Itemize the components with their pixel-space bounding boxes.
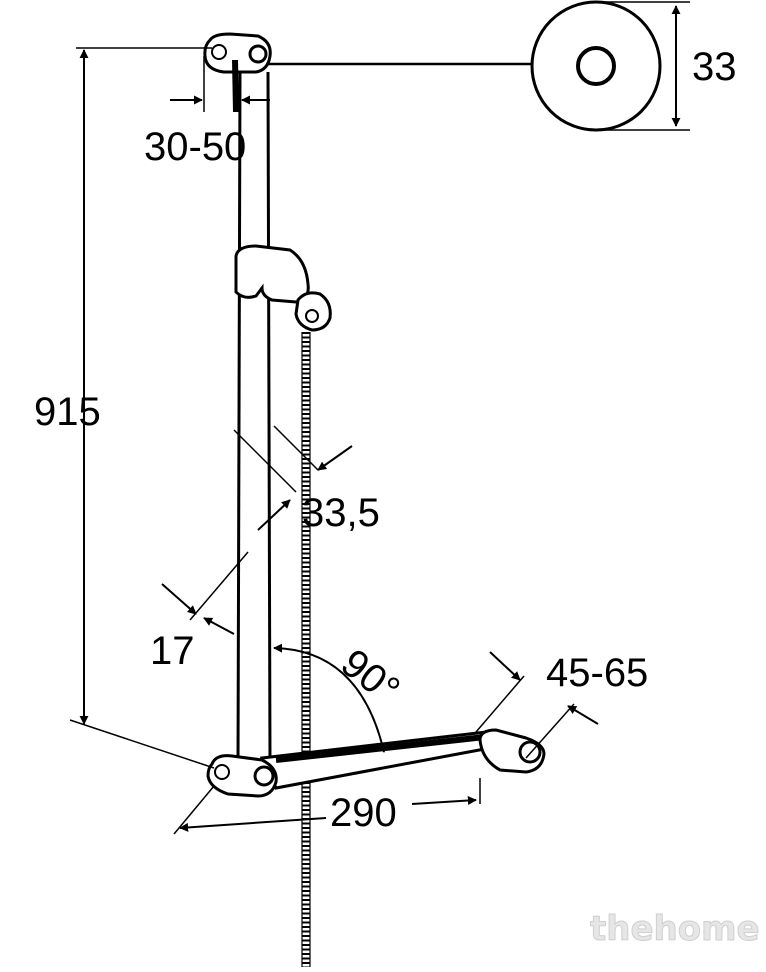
- hand-shower-holder: [234, 244, 332, 332]
- shelf-depth-label: 45-65: [546, 651, 648, 695]
- shower-hose: [301, 332, 311, 967]
- rosette-dimension: [596, 1, 690, 131]
- wall-rosette: [268, 0, 662, 132]
- hose-offset-label: 17: [150, 629, 195, 673]
- hose-offset-dimension: [161, 551, 249, 635]
- wall-distance-label: 30-50: [144, 125, 246, 169]
- rosette-diameter-label: 33: [692, 45, 737, 89]
- rail-diameter-label: 33,5: [302, 491, 380, 535]
- bottom-bracket: [206, 754, 278, 798]
- rail-diameter-dimension: [233, 425, 353, 531]
- top-bracket: [203, 32, 272, 113]
- shelf-length-label: 290: [330, 791, 397, 835]
- shelf-depth-dimension: [475, 651, 599, 759]
- angle-dimension: [273, 643, 387, 753]
- height-dimension: [69, 47, 215, 769]
- watermark-logo: thehome: [590, 909, 760, 949]
- shelf-length-dimension: [173, 778, 481, 835]
- angle-label: 90°: [333, 641, 408, 713]
- height-label: 915: [34, 390, 101, 434]
- shower-rail: [236, 71, 272, 763]
- wall-distance-dimension: [170, 56, 270, 112]
